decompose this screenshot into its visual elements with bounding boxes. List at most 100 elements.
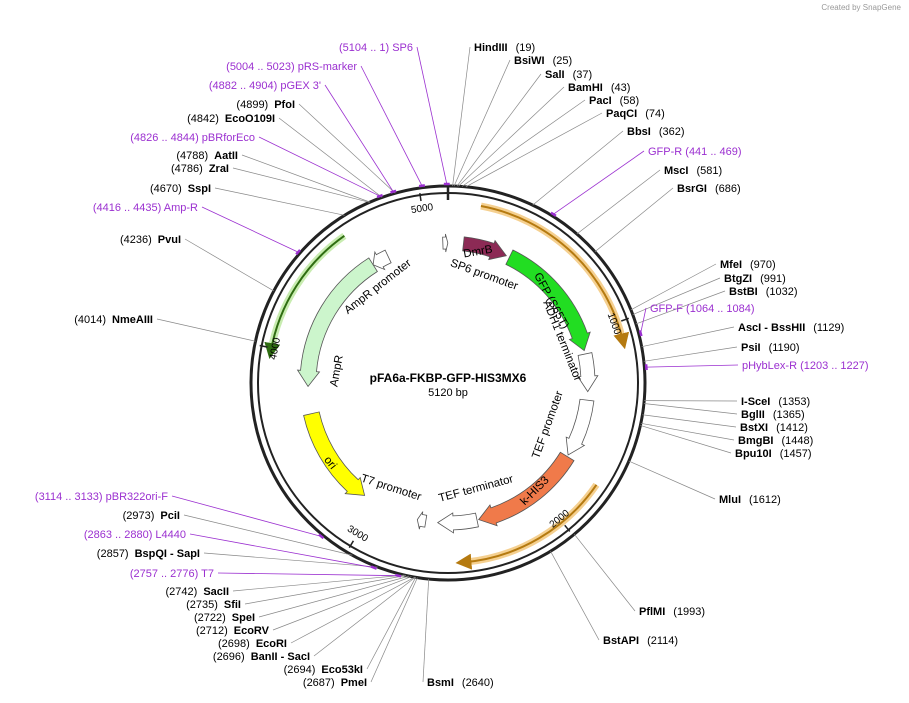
site-position: (4899) — [236, 99, 268, 111]
site-name: SspI — [188, 183, 211, 195]
leader-bstbi — [635, 290, 726, 325]
site-label-bstxi: BstXI(1412) — [740, 422, 808, 434]
leader-bsmi — [422, 579, 430, 683]
site-label-ecorv: (2712)EcoRV — [196, 625, 270, 637]
site-name: PmeI — [341, 677, 367, 689]
primer-mark-2757-2776-t7 — [395, 573, 402, 578]
leader-sali — [456, 73, 542, 187]
primer-mark-gfp-f-1064-1084 — [638, 330, 643, 337]
feature-k-his3 — [478, 451, 575, 527]
primer-label-4416-4435-amp-r: (4416 .. 4435) Amp-R — [93, 202, 198, 214]
site-label-mfei: MfeI(970) — [720, 259, 776, 271]
primer-mark-5004-5023-prs-marker — [418, 184, 426, 188]
site-position: (2857) — [97, 548, 129, 560]
site-name: AatII — [214, 150, 238, 162]
site-label-pcii: (2973)PciI — [123, 510, 180, 522]
primer-leader-phyblex-r-1203-1227 — [646, 364, 739, 368]
site-name: BsiWI — [514, 55, 545, 67]
site-name: PvuI — [158, 234, 181, 246]
site-position: (2114) — [647, 635, 678, 647]
site-label-paci: PacI(58) — [589, 95, 639, 107]
leader-mlui — [628, 460, 716, 500]
site-label-sspi: (4670)SspI — [150, 183, 211, 195]
feature-label-t7-promoter: T7 promoter — [359, 473, 422, 504]
plasmid-name: pFA6a-FKBP-GFP-HIS3MX6 — [370, 371, 527, 385]
site-label-mlui: MluI(1612) — [719, 494, 781, 506]
primer-leader-3114-3133-pbr322ori-f — [171, 495, 322, 537]
site-name: BtgZI — [724, 273, 752, 285]
feature-label-tef-terminator: TEF terminator — [437, 473, 514, 504]
primer-label-2863-2880-l4440: (2863 .. 2880) L4440 — [84, 529, 186, 541]
leader-ecoo109i — [278, 117, 383, 198]
site-label-bmgbi: BmgBI(1448) — [738, 435, 813, 447]
site-name: SpeI — [232, 612, 255, 624]
leader-msci — [576, 169, 661, 235]
site-label-bglii: BglII (1365) — [741, 409, 805, 421]
primer-label-4882-4904-pgex-3: (4882 .. 4904) pGEX 3' — [209, 80, 321, 92]
primer-label-5004-5023-prs-marker: (5004 .. 5023) pRS-marker — [226, 61, 357, 73]
site-position: (2973) — [123, 510, 155, 522]
site-label-pflmi: PflMI(1993) — [639, 606, 705, 618]
tick-label-4000: 4000 — [268, 336, 283, 360]
site-position: (2698) — [218, 638, 250, 650]
tick-2000 — [564, 524, 571, 532]
primer-mark-3114-3133-pbr322ori-f — [318, 533, 325, 540]
site-label-ecoo109i: (4842)EcoO109I — [187, 113, 275, 125]
site-name: BstXI — [740, 422, 768, 434]
site-label-bstbi: BstBI (1032) — [729, 286, 798, 298]
site-name: PsiI — [741, 342, 761, 354]
leader-ecorv — [272, 576, 412, 631]
site-position: (2640) — [462, 677, 494, 689]
primer-leader-2757-2776-t7 — [217, 572, 399, 577]
leader-pmei — [370, 577, 418, 683]
primer-leader-2863-2880-l4440 — [189, 533, 374, 569]
site-label-banii-saci: (2696)BanII - SacI — [213, 651, 310, 663]
primer-mark-4826-4844-pbrforeco — [376, 193, 383, 199]
site-label-btgzi: BtgZI(991) — [724, 273, 786, 285]
leader-paci — [461, 99, 586, 187]
primer-mark-4416-4435-amp-r — [295, 249, 302, 256]
site-position: (2694) — [284, 664, 316, 676]
site-position: (362) — [659, 126, 685, 138]
primer-leader-4882-4904-pgex-3 — [324, 84, 394, 192]
leader-pcii — [183, 514, 353, 556]
site-position: (1032) — [766, 286, 798, 298]
site-position: (2722) — [194, 612, 226, 624]
primer-mark-gfp-r-441-469 — [550, 211, 557, 217]
tick-5000 — [419, 192, 422, 202]
site-position: (1190) — [769, 342, 800, 354]
leader-sspi — [214, 187, 345, 216]
leader-pflmi — [574, 533, 636, 612]
leader-aatii — [241, 154, 371, 203]
leader-bsiwi — [453, 59, 511, 187]
site-position: (19) — [516, 42, 536, 54]
feature-ampr — [296, 257, 378, 388]
site-position: (43) — [611, 82, 631, 94]
feature-tef-promoter — [565, 398, 595, 456]
leader-mfei — [630, 263, 717, 311]
site-position: (2735) — [186, 599, 218, 611]
primer-label-2757-2776-t7: (2757 .. 2776) T7 — [130, 568, 214, 580]
feature-t7-promoter — [416, 511, 428, 530]
site-name: PaqCI — [606, 108, 637, 120]
site-position: (1365) — [773, 409, 805, 421]
site-label-bsrgi: BsrGI(686) — [677, 183, 741, 195]
site-name: NmeAIII — [112, 314, 153, 326]
leader-psii — [643, 346, 738, 362]
primer-label-4826-4844-pbrforeco: (4826 .. 4844) pBRforEco — [130, 132, 255, 144]
site-label-pmei: (2687)PmeI — [303, 677, 367, 689]
leader-banii-saci — [313, 576, 416, 657]
site-name: BglII — [741, 409, 765, 421]
feature-ori — [303, 411, 366, 496]
site-position: (4014) — [74, 314, 106, 326]
site-position: (58) — [620, 95, 640, 107]
site-name: BstAPI — [603, 635, 639, 647]
leader-bstxi — [642, 414, 737, 428]
site-label-paqci: PaqCI(74) — [606, 108, 665, 120]
site-label-ecori: (2698)EcoRI — [218, 638, 287, 650]
site-name: BamHI — [568, 82, 603, 94]
feature-label-ampr: AmpR — [328, 354, 345, 388]
site-name: BstBI — [729, 286, 758, 298]
site-position: (2712) — [196, 625, 228, 637]
